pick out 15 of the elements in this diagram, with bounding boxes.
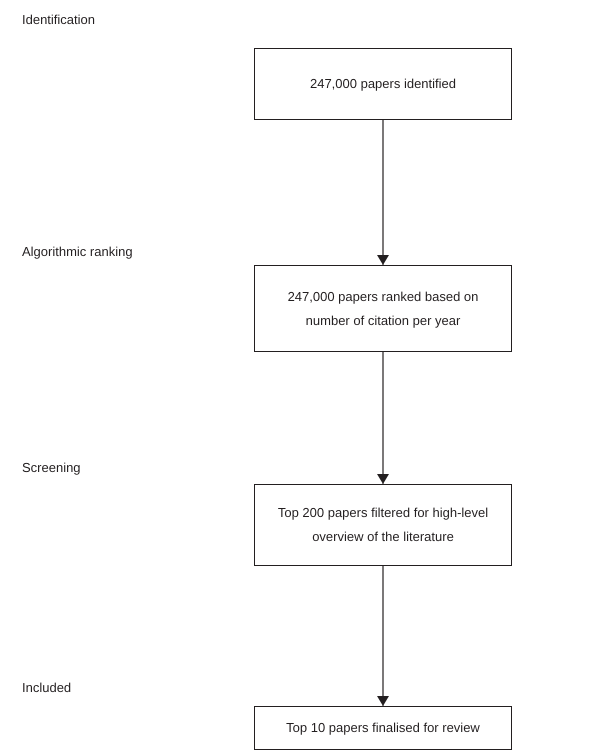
stage-label: Algorithmic ranking: [22, 243, 133, 261]
arrow: [377, 120, 389, 265]
process-box: [254, 48, 512, 120]
process-box: [254, 484, 512, 566]
stage-label: Screening: [22, 459, 81, 477]
process-box: [254, 706, 512, 750]
box-text: 247,000 papers ranked based on number of citation per year: [286, 288, 480, 330]
process-box: [254, 265, 512, 352]
stage-label: Identification: [22, 11, 95, 29]
box-text: 247,000 papers identified: [310, 75, 456, 93]
arrow: [377, 352, 389, 484]
stage-label: Included: [22, 679, 72, 697]
arrow: [377, 566, 389, 706]
box-text: Top 200 papers filtered for high-level overview of the literature: [276, 504, 490, 546]
box-text: Top 10 papers finalised for review: [286, 719, 480, 737]
